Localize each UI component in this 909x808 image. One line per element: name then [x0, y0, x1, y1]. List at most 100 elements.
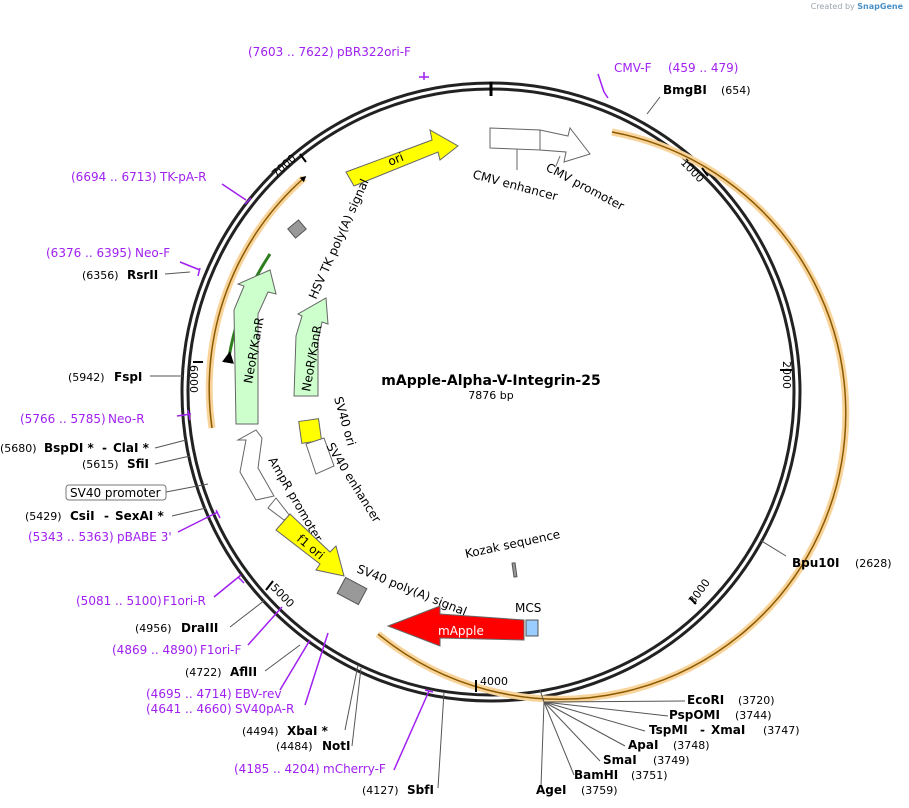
feature-mcs-label: MCS — [515, 601, 541, 615]
snapgene-watermark: Created by SnapGene — [811, 2, 903, 11]
feature-mcs[interactable] — [525, 619, 539, 637]
enzyme-bspdi-pos: (5680) — [0, 442, 37, 455]
plasmid-size: 7876 bp — [468, 389, 513, 402]
primer-ebv-rev[interactable]: EBV-rev — [235, 687, 281, 701]
enzyme-pspomi-pos: (3744) — [735, 709, 772, 722]
primer-labels: (7603 .. 7622) pBR322ori-F CMV-F (459 ..… — [20, 45, 738, 776]
primer-pbabe-3[interactable]: pBABE 3' — [117, 530, 172, 544]
primer-sv40pa-r[interactable]: SV40pA-R — [235, 702, 294, 716]
enzyme-csii[interactable]: CsiI — [70, 509, 95, 523]
primer-pbr322ori-f[interactable]: pBR322ori-F — [337, 45, 411, 59]
enzyme-tspmi-sep: - — [700, 723, 705, 737]
enzyme-agei[interactable]: AgeI — [536, 783, 566, 797]
feature-cmv-promoter-label: CMV promoter — [544, 160, 627, 213]
enzyme-rsrii[interactable]: RsrII — [127, 268, 158, 282]
enzyme-apai-pos: (3748) — [673, 739, 710, 752]
feature-f1-ori[interactable] — [275, 513, 345, 577]
primer-neo-r-range: (5766 .. 5785) — [20, 412, 106, 426]
enzyme-draiii[interactable]: DraIII — [181, 621, 218, 635]
feature-neor-kanr-outer[interactable] — [233, 269, 277, 425]
tick-label: 2000 — [780, 361, 793, 389]
enzymes-right: BmgBI (654) Bpu10I (2628) EcoRI (3720) P… — [536, 83, 892, 797]
enzyme-bmgbi[interactable]: BmgBI — [663, 83, 707, 97]
enzyme-ecori-pos: (3720) — [738, 694, 775, 707]
tick-label: 4000 — [480, 675, 508, 688]
primer-neo-f[interactable]: Neo-F — [135, 246, 170, 260]
feature-hsv-tk-polya[interactable] — [287, 219, 307, 239]
primer-cmv-f-range: (459 .. 479) — [668, 61, 738, 75]
primer-tk-pa-r[interactable]: TK-pA-R — [159, 170, 207, 184]
enzyme-sbfi[interactable]: SbfI — [407, 783, 434, 797]
feature-neor-kanr-inner[interactable] — [293, 297, 329, 397]
enzyme-bamhi-pos: (3751) — [631, 769, 668, 782]
feature-kozak-label: Kozak sequence — [464, 527, 562, 561]
primer-sv40pa-r-range: (4641 .. 4660) — [146, 702, 232, 716]
primer-f1ori-r[interactable]: F1ori-R — [163, 594, 206, 608]
plasmid-name: mApple-Alpha-V-Integrin-25 — [381, 373, 600, 389]
primer-cmv-f[interactable]: CMV-F — [614, 61, 652, 75]
enzyme-bspdi[interactable]: BspDI * — [44, 441, 94, 455]
enzyme-xbai[interactable]: XbaI * — [287, 724, 329, 738]
feature-mapple[interactable] — [386, 605, 525, 647]
feature-cmv-promoter[interactable] — [539, 126, 591, 163]
enzyme-apai[interactable]: ApaI — [628, 738, 658, 752]
enzyme-bpu10i-pos: (2628) — [855, 557, 892, 570]
tick-label: 7000 — [269, 152, 299, 180]
enzyme-leaders — [150, 96, 787, 789]
enzyme-xbai-pos: (4494) — [242, 725, 279, 738]
enzyme-bamhi[interactable]: BamHI — [574, 768, 618, 782]
enzyme-ecori[interactable]: EcoRI — [687, 693, 724, 707]
enzyme-fspi[interactable]: FspI — [114, 370, 142, 384]
primer-ebv-rev-range: (4695 .. 4714) — [146, 687, 232, 701]
feature-cmv-enhancer[interactable] — [489, 127, 541, 151]
enzyme-tspmi-pos: (3747) — [763, 724, 800, 737]
enzyme-smai[interactable]: SmaI — [603, 753, 637, 767]
sv40-promoter-label: SV40 promoter — [70, 486, 161, 500]
plasmid-backbone — [180, 81, 802, 703]
primer-tk-pa-r-range: (6694 .. 6713) — [71, 170, 157, 184]
primer-marks — [176, 72, 609, 771]
sv40-promoter-box[interactable] — [65, 484, 167, 501]
enzyme-aflii[interactable]: AflII — [230, 665, 257, 679]
feature-ampr-promoter[interactable] — [236, 429, 275, 501]
enzyme-bpu10i[interactable]: Bpu10I — [792, 556, 839, 570]
enzyme-clai[interactable]: ClaI * — [113, 441, 150, 455]
enzyme-noti-pos: (4484) — [276, 740, 313, 753]
feature-sv40-enhancer-label: SV40 enhancer — [323, 440, 383, 525]
feature-ori[interactable] — [345, 129, 459, 187]
enzyme-sfii[interactable]: SfiI — [127, 457, 149, 471]
tick-label: 1000 — [678, 156, 707, 185]
feature-sv40-polya[interactable] — [336, 576, 368, 606]
enzyme-noti[interactable]: NotI — [322, 739, 351, 753]
primer-neo-r[interactable]: Neo-R — [108, 412, 145, 426]
enzyme-sexai[interactable]: SexAI * — [115, 509, 164, 523]
primer-pbr322ori-f-range: (7603 .. 7622) — [248, 45, 334, 59]
snapgene-logo-icon: SnapGene — [857, 2, 903, 11]
watermark-prefix: Created by — [810, 2, 855, 11]
enzyme-draiii-pos: (4956) — [135, 622, 172, 635]
enzyme-smai-pos: (3749) — [653, 754, 690, 767]
tick-label: 5000 — [268, 581, 297, 610]
enzyme-xmai[interactable]: XmaI — [711, 723, 745, 737]
primer-pbabe-3-range: (5343 .. 5363) — [28, 530, 114, 544]
enzyme-agei-pos: (3759) — [581, 784, 618, 797]
position-ticks — [193, 153, 792, 692]
feature-sv40-enhancer[interactable] — [305, 437, 335, 475]
primer-f1ori-f[interactable]: F1ori-F — [200, 643, 241, 657]
feature-ori-label: ori — [386, 150, 406, 169]
enzyme-sfii-pos: (5615) — [82, 458, 119, 471]
enzyme-pspomi[interactable]: PspOMI — [669, 708, 720, 722]
primer-mcherry-f-range: (4185 .. 4204) — [234, 762, 320, 776]
feature-hsv-tk-polya-label: HSV TK poly(A) signal — [306, 177, 372, 301]
feature-sv40-polya-label: SV40 poly(A) signal — [355, 562, 469, 619]
enzyme-sbfi-pos: (4127) — [362, 784, 399, 797]
enzyme-bmgbi-pos: (654) — [721, 84, 751, 97]
primer-mcherry-f[interactable]: mCherry-F — [323, 762, 386, 776]
primer-neo-f-range: (6376 .. 6395) — [46, 246, 132, 260]
enzyme-tspmi[interactable]: TspMI — [649, 723, 688, 737]
primer-f1ori-f-range: (4869 .. 4890) — [112, 643, 198, 657]
feature-kozak[interactable] — [511, 562, 518, 578]
enzymes-left: (6356) RsrII (5942) FspI (5680) BspDI * … — [0, 268, 434, 797]
orf-arcs — [205, 128, 850, 703]
